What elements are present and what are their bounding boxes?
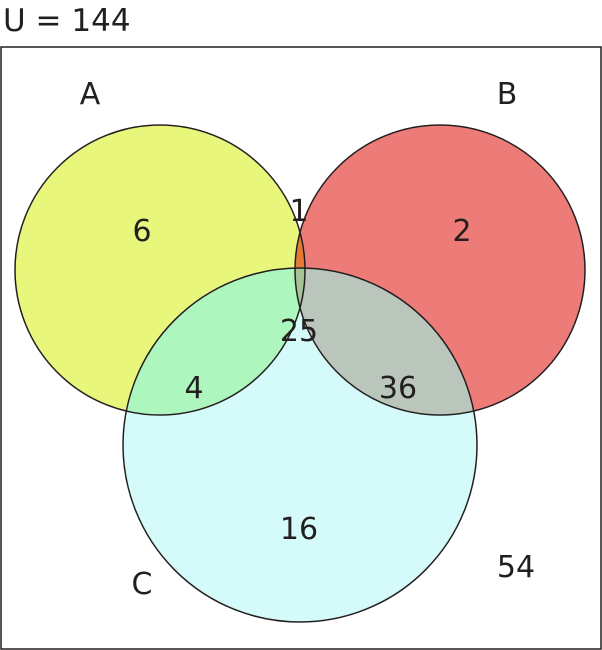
set-c-outline [122, 267, 478, 623]
region-a-and-c [123, 268, 305, 415]
count-a-only: 6 [132, 214, 151, 249]
set-b-label: B [497, 77, 518, 112]
region-b-and-c [295, 268, 477, 415]
count-b-only: 2 [452, 214, 471, 249]
count-a-and-b-only: 1 [289, 194, 308, 229]
count-outside: 54 [497, 550, 535, 585]
set-c-label: C [132, 567, 153, 602]
set-b-outline [294, 124, 586, 416]
set-a-outline [14, 124, 306, 416]
universe-label: U = 144 [3, 3, 131, 39]
count-b-and-c-only: 36 [379, 371, 417, 406]
count-a-and-c-only: 4 [184, 371, 203, 406]
count-a-and-b-and-c: 25 [280, 314, 318, 349]
set-a-label: A [80, 77, 101, 112]
count-c-only: 16 [280, 512, 318, 547]
